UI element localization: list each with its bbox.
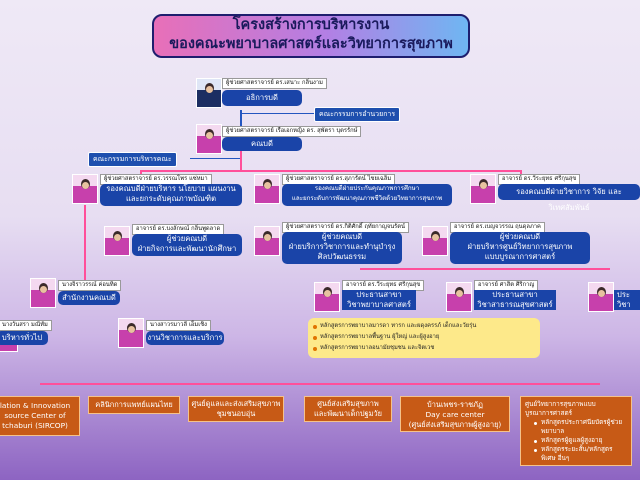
unit-integrated-course-list: หลักสูตรประกาศนียบัตรผู้ช่วยพยาบาล หลักส… [533, 418, 627, 463]
asst1-role-line1: ผู้ช่วยคณบดี [166, 234, 208, 243]
unit-sircop-line2: source Center of [4, 411, 66, 420]
chair2-role: ประธานสาขา วิชาสาธารณสุขศาสตร์ [474, 290, 556, 310]
unit-integrated-health-center-title1: ศูนย์วิทยาการสุขภาพแบบ [525, 400, 596, 408]
president-role: อธิการบดี [222, 90, 302, 106]
unit-day-care-center: บ้านเพชร-ราชภัฏ Day care center (ศูนย์ส่… [400, 396, 510, 432]
asst3-role-line3: แบบบูรณาการศาสตร์ [484, 252, 556, 261]
chair1-role-line2: วิชาพยาบาลศาสตร์ [347, 300, 411, 309]
asst3-photo [422, 226, 448, 256]
unit-sircop-line1: lation & Innovation [0, 401, 71, 410]
general-name: นางวันสรา มณีทัม [0, 320, 52, 331]
vice1-role-line1: รองคณบดีฝ่ายบริหาร นโยบาย แผนงาน [106, 184, 236, 193]
chair1-role-line1: ประธานสาขา [356, 290, 402, 299]
course-item: หลักสูตรประกาศนียบัตรผู้ช่วยพยาบาล [533, 418, 627, 436]
dean-name: ผู้ช่วยศาสตราจารย์ เรือเอกหญิง ดร. สุพัต… [222, 126, 362, 137]
unit-day-care-center-line1: บ้านเพชร-ราชภัฏ [427, 400, 483, 409]
vice1-role: รองคณบดีฝ่ายบริหาร นโยบาย แผนงาน และยกระ… [100, 184, 242, 206]
dean-photo [196, 124, 222, 154]
vice3-role-line1: รองคณบดีฝ่ายวิชาการ วิจัย และวิเทศสัมพัน… [516, 187, 622, 212]
asst1-role: ผู้ช่วยคณบดี ฝ่ายกิจการและพัฒนานักศึกษา [132, 234, 242, 256]
asst2-role-line1: ผู้ช่วยคณบดี [321, 232, 363, 241]
asst3-role: ผู้ช่วยคณบดี ฝ่ายบริหารศูนย์วิทยาการสุขภ… [450, 232, 590, 264]
unit-community-health: ศูนย์ดูแลและส่งเสริมสุขภาพ ชุมชนอบอุ่น [188, 396, 284, 422]
vice2-role: รองคณบดีฝ่ายประกันคุณภาพการศึกษา และยกระ… [282, 184, 452, 206]
vice3-photo [470, 174, 496, 204]
general-role: บริหารทั่วไป [0, 331, 48, 345]
chair2-role-line1: ประธานสาขา [492, 290, 538, 299]
chair2-role-line2: วิชาสาธารณสุขศาสตร์ [477, 300, 553, 309]
unit-early-childhood-line2: และพัฒนาเด็กปฐมวัย [314, 409, 382, 418]
connector-chairs-horizontal [360, 268, 610, 270]
unit-early-childhood-line1: ศูนย์ส่งเสริมสุขภาพ [317, 399, 379, 408]
office-head-name: นางจิราวรรณ์ ค่อนทิด [58, 280, 122, 291]
unit-day-care-center-line3: (ศูนย์ส่งเสริมสุขภาพผู้สูงอายุ) [408, 420, 502, 429]
chart-title: โครงสร้างการบริหารงาน ของคณะพยาบาลศาสตร์… [152, 14, 470, 58]
chair2-photo [446, 282, 472, 312]
asst2-role-line3: ศิลปวัฒนธรรม [317, 252, 367, 261]
connector-dean-down [240, 150, 242, 170]
unit-sircop: lation & Innovation source Center of tch… [0, 396, 80, 436]
course-item: หลักสูตรผู้ดูแลผู้สูงอายุ [533, 436, 627, 445]
vice2-role-line1: รองคณบดีฝ่ายประกันคุณภาพการศึกษา [314, 185, 420, 192]
academic-role: งานวิชาการและบริการ [146, 331, 224, 345]
vice3-role: รองคณบดีฝ่ายวิชาการ วิจัย และวิเทศสัมพัน… [498, 184, 640, 212]
president-photo [196, 78, 222, 108]
nursing-programs-box: หลักสูตรการพยาบาลมารดา ทารก และผดุงครรภ์… [308, 318, 540, 358]
unit-integrated-health-center: ศูนย์วิทยาการสุขภาพแบบ บูรณาการศาสตร์ หล… [520, 396, 632, 466]
program-item: หลักสูตรการพยาบาลพื้นฐาน ผู้ใหญ่ และผู้ส… [312, 332, 536, 343]
asst2-role-line2: ฝ่ายบริการวิชาการและทำนุบำรุง [288, 242, 396, 251]
chair3-photo [588, 282, 614, 312]
academic-name: นางสาวรมาวลี เอ็มเชิง [146, 320, 211, 331]
vice2-role-line2: และยกระดับการพัฒนาคุณภาพชีวิตด้วยวิทยากา… [291, 195, 443, 202]
title-line-2: ของคณะพยาบาลศาสตร์และวิทยาการสุขภาพ [169, 36, 453, 52]
connector-admin-committee [240, 113, 314, 114]
asst1-photo [104, 226, 130, 256]
unit-early-childhood: ศูนย์ส่งเสริมสุขภาพ และพัฒนาเด็กปฐมวัย [304, 396, 392, 422]
chair1-photo [314, 282, 340, 312]
asst3-role-line1: ผู้ช่วยคณบดี [499, 232, 541, 241]
connector-left-trunk [84, 205, 86, 285]
unit-sircop-line3: tchaburi (SIRCOP) [2, 421, 68, 430]
office-head-role: สำนักงานคณบดี [58, 291, 120, 305]
asst3-role-line2: ฝ่ายบริหารศูนย์วิทยาการสุขภาพ [467, 242, 573, 251]
vice1-photo [72, 174, 98, 204]
connector-president-dean [240, 110, 242, 130]
unit-thai-medicine-clinic: คลินิกการแพทย์แผนไทย [88, 396, 180, 414]
chair1-role: ประธานสาขา วิชาพยาบาลศาสตร์ [342, 290, 416, 310]
program-item: หลักสูตรการพยาบาลอนามัยชุมชน และจิตเวช [312, 343, 536, 354]
unit-day-care-center-line2: Day care center [425, 410, 485, 419]
office-head-photo [30, 278, 56, 308]
unit-thai-medicine-clinic-line1: คลินิกการแพทย์แผนไทย [95, 400, 173, 409]
committee-exec-label: คณะกรรมการบริหารคณะ [88, 152, 177, 167]
connector-exec-committee [190, 158, 240, 159]
title-line-1: โครงสร้างการบริหารงาน [232, 17, 390, 33]
course-item: หลักสูตรระยะสั้น/หลักสูตรพิเศษ อื่นๆ [533, 445, 627, 463]
unit-community-health-line1: ศูนย์ดูแลและส่งเสริมสุขภาพ [191, 399, 281, 408]
chair3-role-line2: วิชา [617, 300, 631, 309]
president-name: ผู้ช่วยศาสตราจารย์ ดร.เสนาะ กลิ่นงาม [222, 78, 327, 89]
dean-role: คณบดี [222, 137, 302, 151]
vice1-role-line2: และยกระดับคุณภาพบัณฑิต [125, 194, 217, 203]
vice2-photo [254, 174, 280, 204]
asst2-photo [254, 226, 280, 256]
academic-photo [118, 318, 144, 348]
chair3-role: ประ วิชา [614, 290, 640, 310]
unit-integrated-health-center-title2: บูรณาการศาสตร์ [525, 409, 573, 417]
program-item: หลักสูตรการพยาบาลมารดา ทารก และผดุงครรภ์… [312, 321, 536, 332]
asst1-role-line2: ฝ่ายกิจการและพัฒนานักศึกษา [137, 244, 237, 253]
unit-community-health-line2: ชุมชนอบอุ่น [216, 409, 256, 418]
asst2-role: ผู้ช่วยคณบดี ฝ่ายบริการวิชาการและทำนุบำร… [282, 232, 402, 264]
connector-vice-horizontal [140, 170, 520, 172]
connector-units-horizontal [40, 383, 600, 385]
committee-admin-label: คณะกรรมการอำนวยการ [314, 107, 401, 122]
chair3-role-line1: ประ [617, 290, 630, 299]
